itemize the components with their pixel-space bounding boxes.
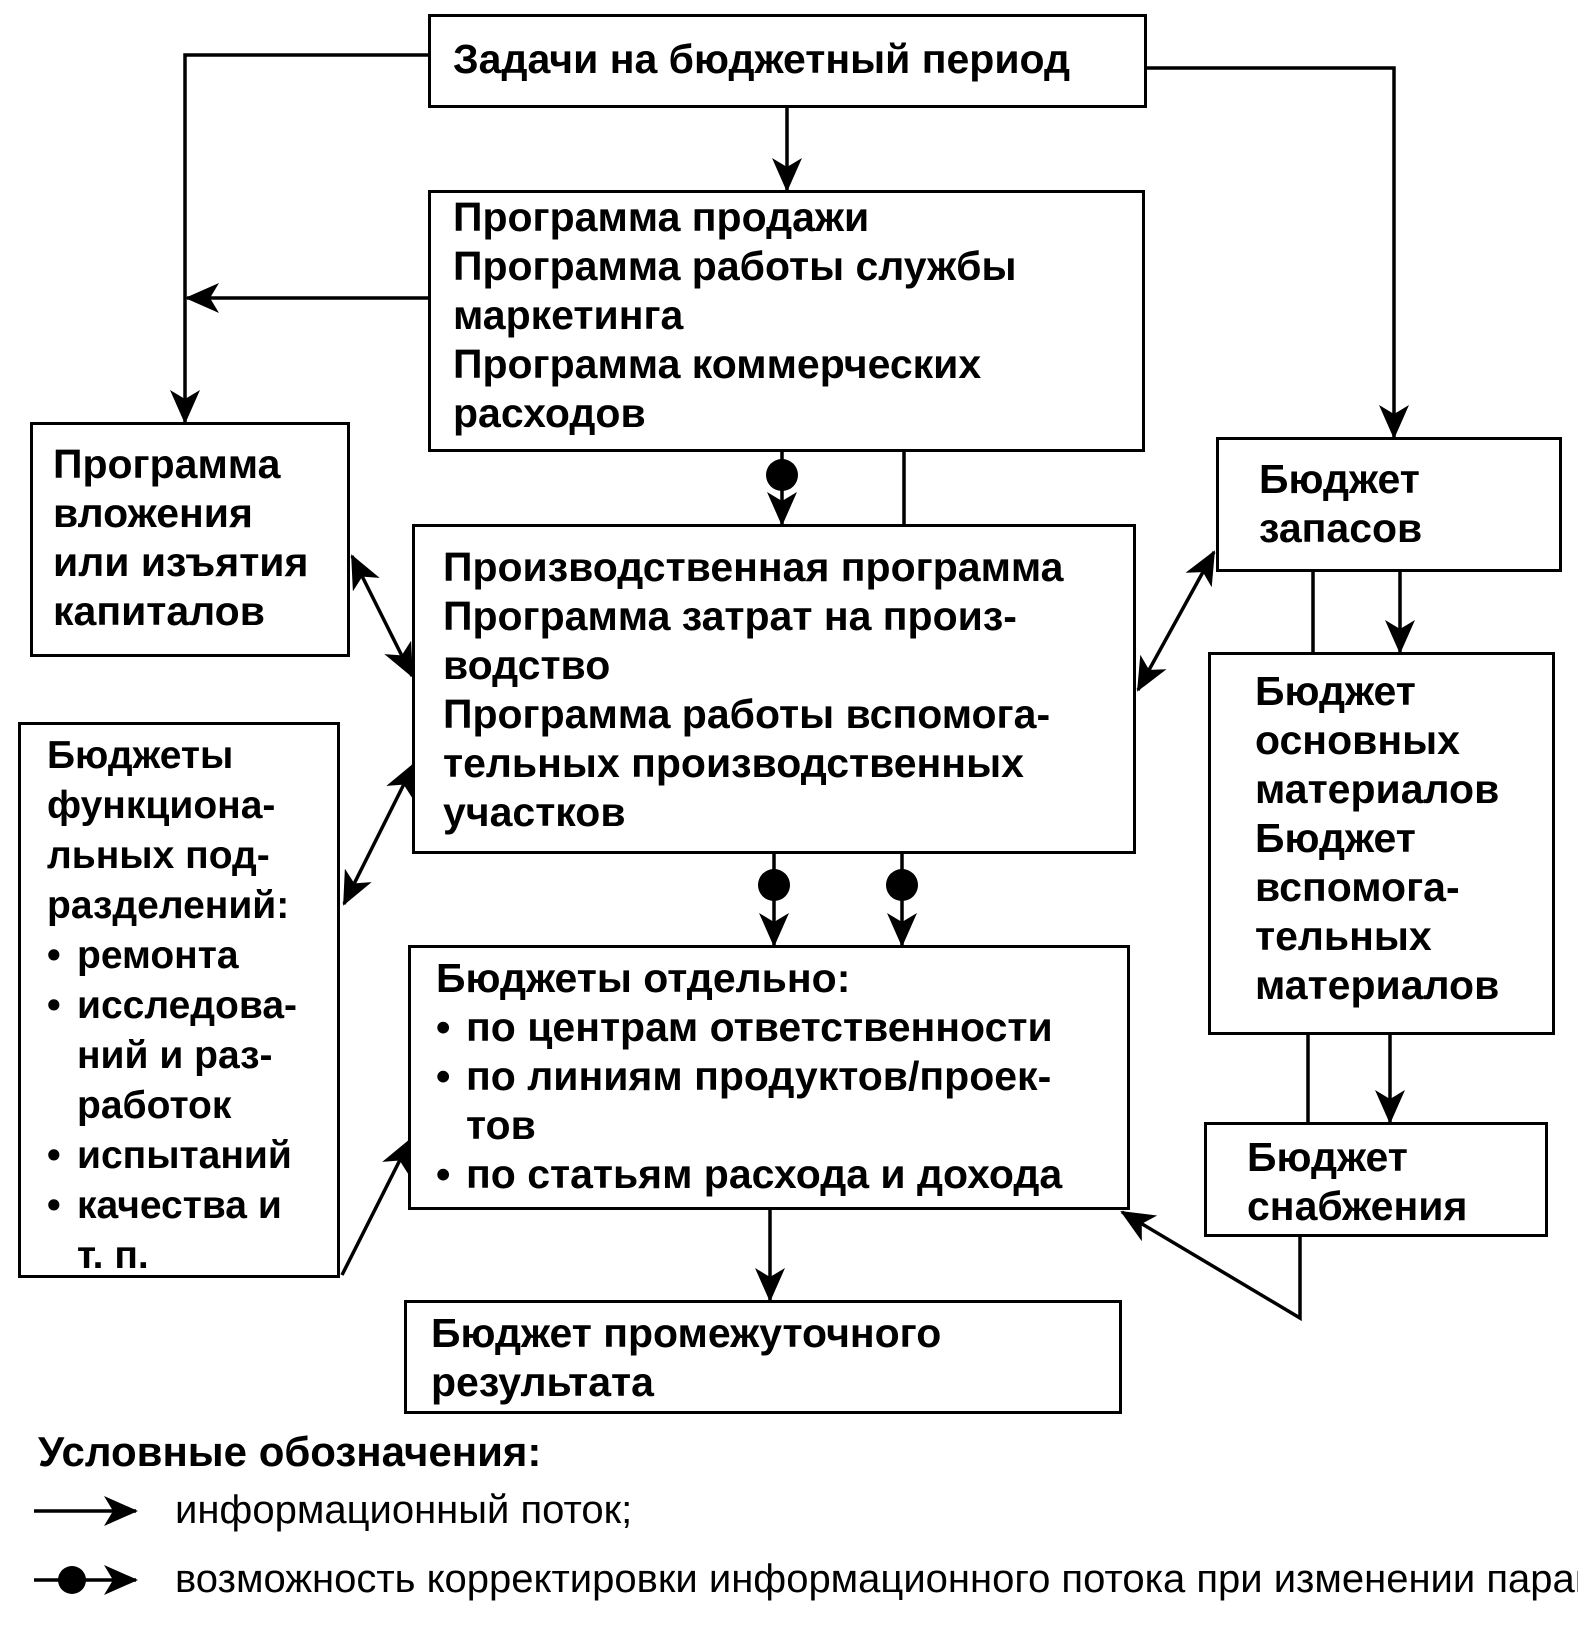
legend-text-line: при изменении параметров планирования. <box>1196 1557 1578 1601</box>
box-text-line: функциона- <box>47 784 276 827</box>
box-text-line: основных <box>1255 717 1460 763</box>
bullet-item-line: качества и <box>47 1181 337 1231</box>
arrow-functional-to-separate <box>340 1138 412 1276</box>
bullet-item-line: тов <box>466 1102 536 1148</box>
box-text-line: участков <box>443 789 626 835</box>
box-separate-budgets: Бюджеты отдельно:по центрам ответственно… <box>408 945 1130 1210</box>
box-text-line: материалов <box>1255 962 1500 1008</box>
box-text-line: Программа <box>53 441 281 487</box>
box-text-line: тельных <box>1255 913 1432 959</box>
box-text-line: запасов <box>1259 505 1423 551</box>
box-budget-tasks: Задачи на бюджетный период <box>428 14 1147 108</box>
arrow-stock-production <box>1136 550 1216 692</box>
box-text-line: Бюджеты отдельно: <box>436 955 851 1001</box>
bullet-item-line: ремонта <box>47 931 337 981</box>
box-text-line: маркетинга <box>453 292 684 338</box>
box-text-line: разделений: <box>47 884 290 927</box>
legend-info-flow-text: информационный поток; <box>175 1487 632 1533</box>
box-text-line: Программа продажи <box>453 194 870 240</box>
arrow-functional-production <box>342 762 416 906</box>
arrow-supply-to-separate <box>1120 1210 1302 1322</box>
box-text-line: Программа работы службы <box>453 243 1017 289</box>
box-text-line: Бюджет <box>1259 456 1420 502</box>
box-text-line: Программа затрат на произ- <box>443 593 1017 639</box>
box-text-line: капиталов <box>53 588 265 634</box>
arrow-tasks-to-stock <box>1147 66 1409 439</box>
legend-correction-text: возможность корректировки информационног… <box>175 1556 1578 1602</box>
box-text-line: вложения <box>53 490 253 536</box>
correction-dot-1 <box>766 459 798 491</box>
bullet-item-line: исследова- <box>47 981 337 1031</box>
box-text-line: материалов <box>1255 766 1500 812</box>
legend-title: Условные обозначения: <box>38 1428 542 1475</box>
box-text-line: Бюджеты <box>47 734 234 777</box>
bullet-item-line: работок <box>77 1084 232 1127</box>
correction-dot-2 <box>758 869 790 901</box>
box-text-line: тельных производственных <box>443 740 1024 786</box>
box-text-line: Бюджет <box>1247 1134 1408 1180</box>
box-text-line: расходов <box>453 390 646 436</box>
bullet-item-line: испытаний <box>47 1131 337 1181</box>
box-text-line: Производственная программа <box>443 544 1064 590</box>
box-functional-budgets: Бюджеты функциона-льных под-разделений:ре… <box>18 722 340 1278</box>
box-text-line: водство <box>443 642 611 688</box>
arrow-icon <box>34 1496 138 1526</box>
correction-dot-3 <box>886 869 918 901</box>
bullet-item-line: т. п. <box>77 1234 149 1277</box>
box-text-line: или изъятия <box>53 539 309 585</box>
legend-text-line: информационный поток; <box>175 1488 633 1532</box>
arrow-tasks-to-capital <box>170 53 428 424</box>
box-text-line: результата <box>431 1359 654 1405</box>
bullet-item-line: по линиям продуктов/проек- <box>436 1052 1127 1101</box>
bullet-item-line: по центрам ответственности <box>436 1003 1127 1052</box>
box-text-line: Бюджет промежуточного <box>431 1310 942 1356</box>
box-text-line: Бюджет <box>1255 815 1416 861</box>
arrow-capital-production <box>350 554 414 678</box>
box-text-line: Бюджет <box>1255 668 1416 714</box>
dot-arrow-icon <box>34 1565 138 1595</box>
box-text-line: Программа коммерческих <box>453 341 982 387</box>
box-text-line: вспомога- <box>1255 864 1460 910</box>
box-text-line: снабжения <box>1247 1183 1468 1229</box>
box-text-line: льных под- <box>47 834 270 877</box>
bullet-item-line: по статьям расхода и дохода <box>436 1150 1127 1199</box>
box-text-line: Программа работы вспомога- <box>443 691 1051 737</box>
legend-text-line: возможность корректировки информационног… <box>175 1557 1186 1601</box>
box-text-line: Задачи на бюджетный период <box>453 36 1071 82</box>
bullet-item-line: ний и раз- <box>77 1034 273 1077</box>
